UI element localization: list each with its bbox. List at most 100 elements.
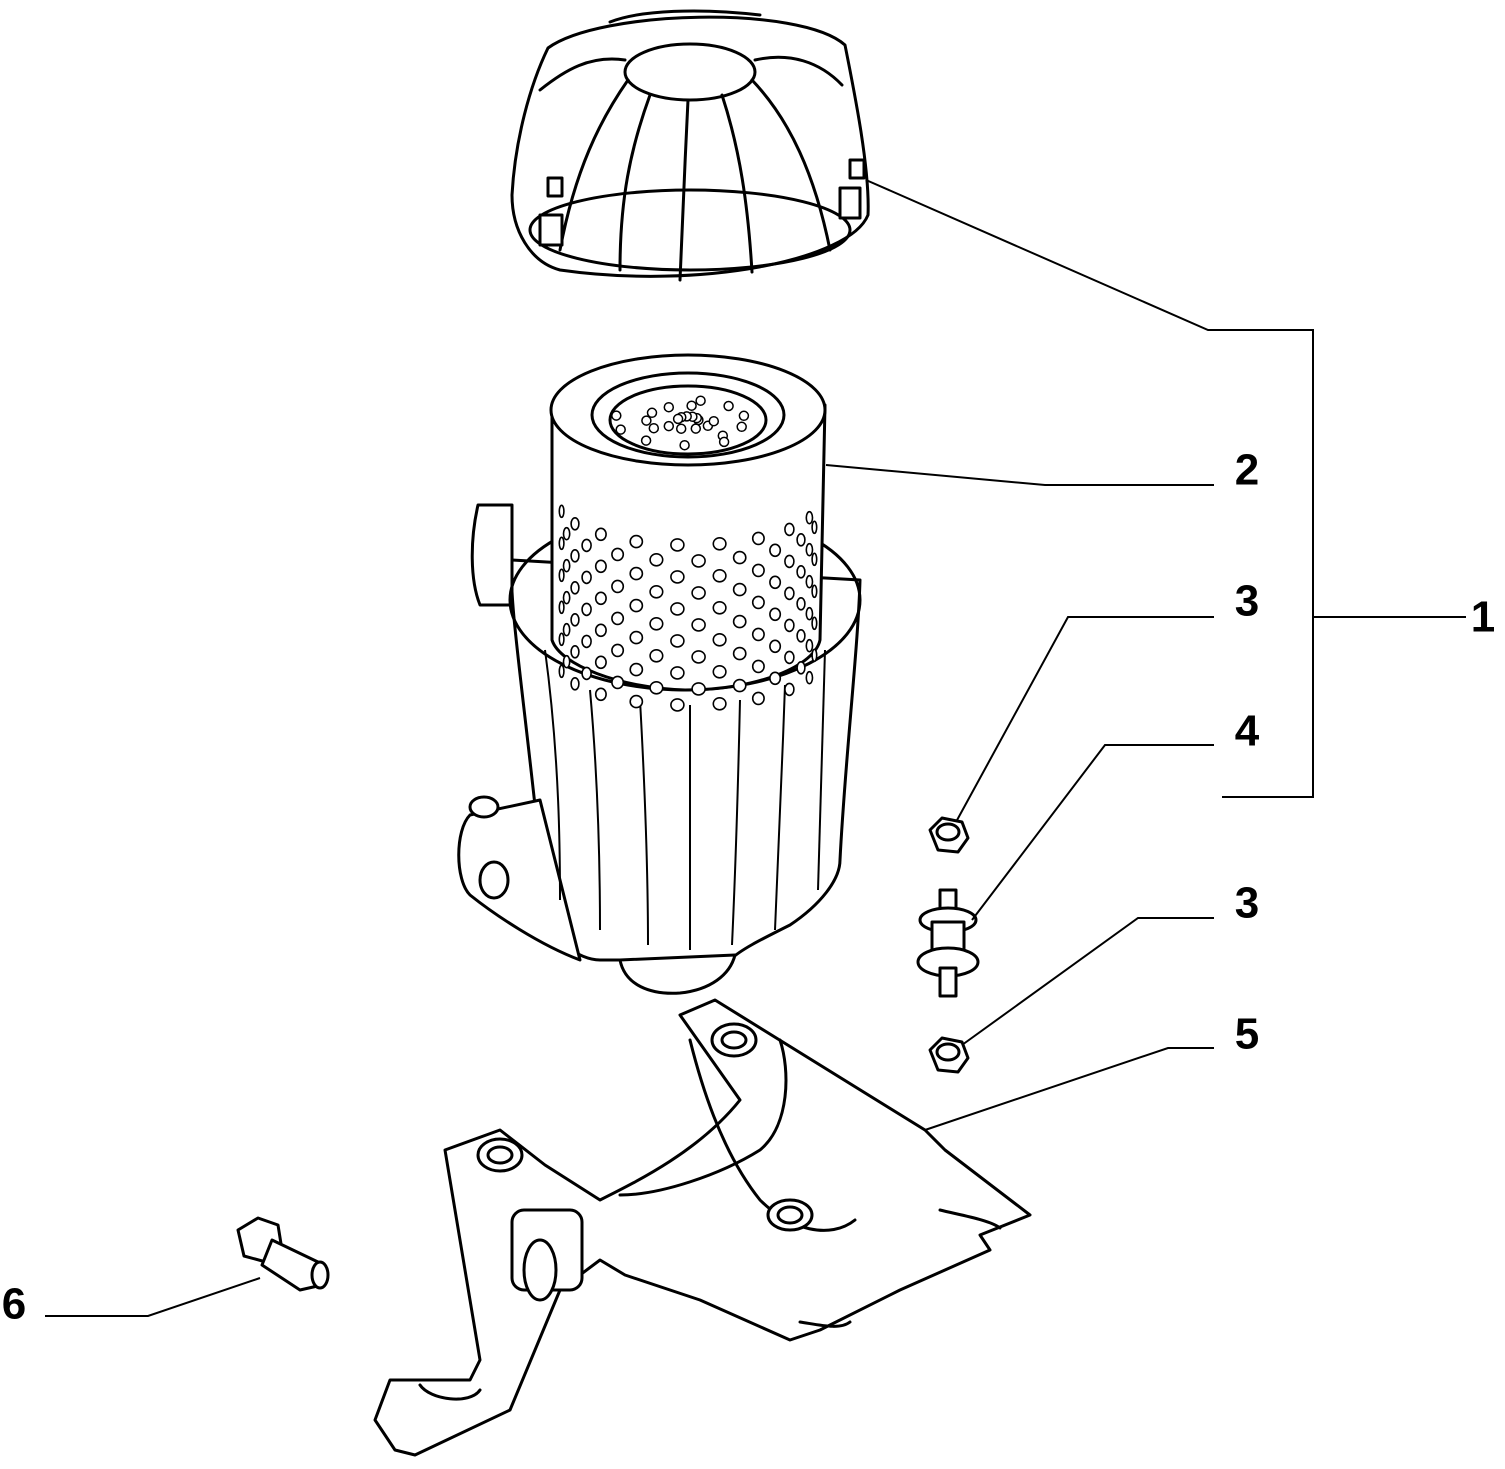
mesh-hole [663,420,675,432]
perforation-hole [732,614,747,629]
perforation-hole [581,602,592,617]
perforation-hole [751,659,765,674]
mesh-hole [690,423,702,434]
perforation-hole [751,563,765,578]
perforation-hole [784,618,795,633]
perforation-hole [570,548,580,563]
perforation-hole [629,566,644,581]
leader-lines [45,179,1466,1317]
callout-3-upper: 3 [1235,577,1259,626]
perforation-hole [611,547,625,562]
hex-nut-upper-icon[interactable] [928,816,970,854]
perforation-hole [558,600,565,615]
mesh-hole [738,410,750,422]
mesh-hole [615,424,626,435]
perforation-hole [611,611,625,626]
perforation-hole [558,632,565,647]
perforation-hole [629,598,644,613]
perforation-hole [712,536,727,551]
perforation-hole [581,666,592,681]
perforation-hole [581,570,592,585]
mesh-hole [695,395,706,406]
perforation-hole [594,591,607,606]
perforation-hole [805,606,814,621]
hex-nut-lower-icon[interactable] [928,1036,970,1074]
perforation-hole [629,662,644,677]
perforation-hole [629,630,644,645]
mesh-hole [648,422,660,434]
mesh-hole [736,421,747,433]
mesh-hole [723,400,734,412]
perforation-hole [784,650,795,665]
perforation-hole [769,671,782,686]
mounting-bracket-icon[interactable] [373,998,1032,1457]
perforation-hole [594,559,607,574]
perforation-hole [649,584,664,599]
callout-2: 2 [1235,446,1259,495]
perforation-hole [805,670,814,685]
perforation-hole [562,622,571,637]
filter-perforations [558,395,818,712]
perforation-hole [594,655,607,670]
mesh-hole [675,423,687,434]
perforation-hole [811,520,818,535]
perforation-hole [691,586,706,600]
perforation-hole [712,600,727,615]
perforation-hole [712,696,727,711]
perforation-hole [581,538,592,553]
perforation-hole [769,607,782,622]
perforation-hole [796,628,806,643]
perforation-hole [805,542,814,557]
perforation-hole [691,650,706,664]
callout-6: 6 [2,1280,26,1329]
bolt-icon[interactable] [236,1216,330,1292]
perforation-hole [805,574,814,589]
perforation-hole [796,564,806,579]
perforation-hole [751,531,765,546]
perforation-hole [670,570,685,584]
perforation-hole [751,691,765,706]
perforation-hole [670,666,685,680]
perforation-hole [805,638,814,653]
perforation-hole [649,680,664,695]
perforation-hole [649,552,664,567]
perforation-hole [712,632,727,647]
perforation-hole [670,634,685,648]
perforation-hole [562,654,571,669]
perforation-hole [611,579,625,594]
perforation-hole [784,586,795,601]
perforation-hole [811,584,818,599]
callout-4: 4 [1235,707,1260,756]
perforation-hole [751,627,765,642]
mesh-hole [708,415,720,427]
rubber-mount-icon[interactable] [916,888,980,998]
perforation-hole [611,643,625,658]
perforation-hole [796,532,806,547]
mesh-hole [679,439,690,451]
mesh-hole [686,400,697,411]
perforation-hole [712,664,727,679]
mesh-hole [663,401,675,413]
perforation-hole [732,646,747,661]
perforation-hole [558,664,565,679]
perforation-hole [570,644,580,659]
perforation-hole [670,538,685,552]
perforation-hole [594,623,607,638]
perforation-hole [784,554,795,569]
perforation-hole [570,676,580,691]
perforation-hole [811,648,818,663]
perforation-hole [811,616,818,631]
perforation-hole [784,522,795,537]
air-filter-cover-icon[interactable] [510,9,870,282]
perforation-hole [649,648,664,663]
perforation-hole [562,526,571,541]
perforation-hole [712,568,727,583]
mesh-hole [641,415,652,426]
perforation-hole [784,682,795,697]
perforation-hole [594,687,607,702]
perforation-hole [769,543,782,558]
mesh-hole [672,413,684,425]
perforation-hole [581,634,592,649]
perforation-hole [691,554,706,568]
